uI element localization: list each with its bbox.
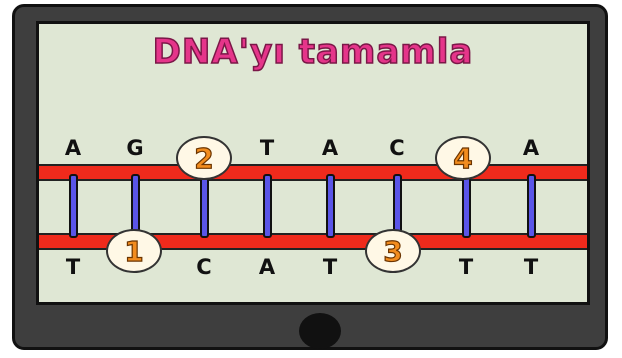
top-backbone xyxy=(39,164,587,181)
bottom-base: T xyxy=(65,255,81,279)
base-pair-rung xyxy=(527,174,536,238)
top-base: A xyxy=(522,136,540,160)
page-title: DNA'yı tamamla xyxy=(152,31,474,73)
base-pair-rung xyxy=(326,174,335,238)
bottom-base: T xyxy=(322,255,338,279)
top-base: G xyxy=(126,136,144,160)
bottom-base: T xyxy=(458,255,474,279)
answer-slot-4[interactable]: 4 xyxy=(435,136,491,180)
answer-slot-1[interactable]: 1 xyxy=(106,229,162,273)
bottom-base: T xyxy=(523,255,539,279)
answer-slot-3[interactable]: 3 xyxy=(365,229,421,273)
base-pair-rung xyxy=(263,174,272,238)
slot-number: 3 xyxy=(383,234,404,268)
monitor-frame: DNA'yı tamamla A G T A C A T C A T T T 2… xyxy=(12,4,608,350)
slot-number: 4 xyxy=(453,141,474,175)
bottom-backbone xyxy=(39,233,587,250)
bottom-base: C xyxy=(196,255,212,279)
top-base: C xyxy=(389,136,405,160)
bottom-base: A xyxy=(258,255,276,279)
power-button-icon xyxy=(299,313,341,349)
slot-number: 1 xyxy=(124,234,145,268)
base-pair-rung xyxy=(462,174,471,238)
screen: DNA'yı tamamla A G T A C A T C A T T T 2… xyxy=(36,21,590,305)
top-base: A xyxy=(321,136,339,160)
top-base: T xyxy=(259,136,275,160)
answer-slot-2[interactable]: 2 xyxy=(176,136,232,180)
top-base: A xyxy=(64,136,82,160)
slot-number: 2 xyxy=(194,141,215,175)
base-pair-rung xyxy=(200,174,209,238)
base-pair-rung xyxy=(69,174,78,238)
